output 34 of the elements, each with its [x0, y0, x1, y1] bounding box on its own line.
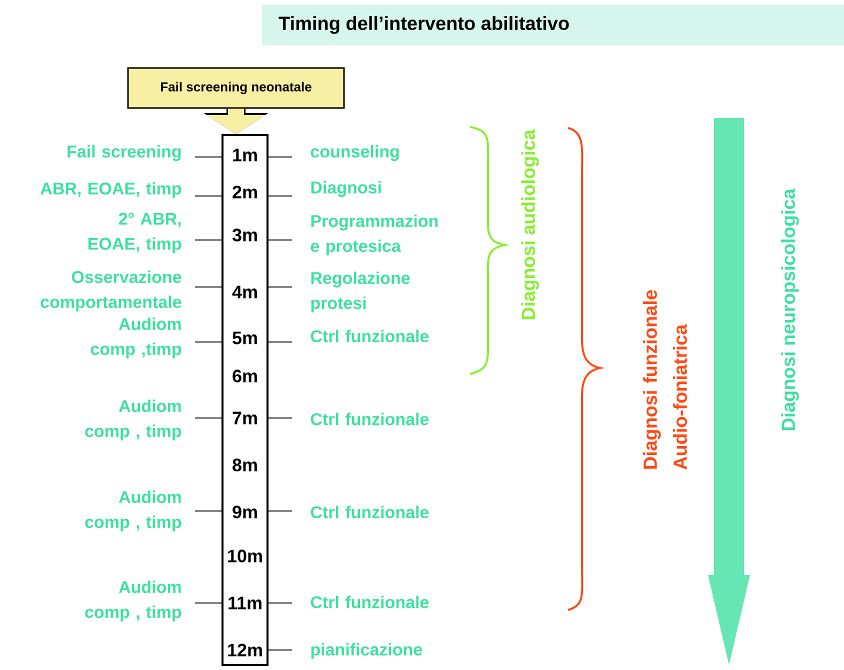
month-label: 10m [228, 550, 262, 562]
step-label: Audiom comp , timp [85, 490, 182, 532]
month-label: 9m [232, 506, 257, 518]
month-label: 1m [233, 148, 257, 162]
step-label: Audiom comp , timp [85, 400, 182, 440]
month-label: 5m [232, 332, 257, 344]
step-label: Audiom comp , timp [85, 580, 182, 622]
phase-label: Diagnosi funzionale Audio-foniatrica [643, 290, 687, 470]
step-label: ABR, EOAE, timp [40, 182, 182, 198]
month-label: 6m [232, 370, 257, 382]
step-label: counseling [310, 145, 399, 161]
step-label: Ctrl funzionale [310, 330, 429, 342]
step-label: pianificazione [311, 643, 422, 659]
step-label: Ctrl funzionale [310, 412, 429, 426]
month-label: 3m [232, 228, 257, 242]
step-label: Osservazione comportamentale [40, 270, 182, 312]
step-label: Audiom comp ,timp [90, 318, 182, 358]
step-label: 2° ABR, EOAE, timp [88, 212, 182, 254]
month-label: 7m [232, 412, 257, 424]
step-label: Ctrl funzionale [310, 596, 429, 608]
step-label: Fail screening [68, 145, 181, 161]
month-label: 8m [232, 458, 257, 472]
step-label: Diagnosi [311, 181, 381, 197]
month-label: 2m [232, 186, 257, 198]
month-label: 12m [228, 644, 262, 656]
phase-label: Diagnosi neuropsicologica [781, 188, 799, 430]
callout-box: Fail screening neonatale [127, 67, 345, 109]
step-label: Programmazion e protesica [310, 214, 438, 256]
step-label: Ctrl funzionale [310, 506, 429, 518]
title-band: Timing dell’intervento abilitativo [262, 5, 844, 45]
month-label: 11m [228, 596, 262, 610]
step-label: Regolazione protesi [311, 272, 410, 312]
phase-label: Diagnosi audiologica [521, 129, 539, 320]
month-label: 4m [232, 286, 257, 298]
